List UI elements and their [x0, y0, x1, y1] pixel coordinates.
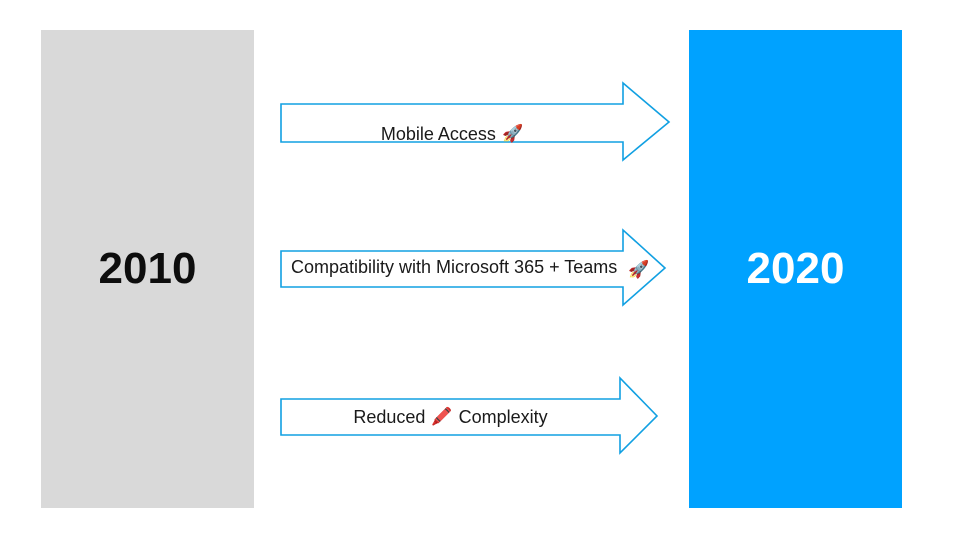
arrow-text-complexity: Complexity [458, 407, 548, 427]
arrow-label-mobile-access: Mobile Access 🚀 [281, 104, 623, 164]
rocket-icon: 🚀 [501, 123, 524, 144]
arrow-text-reduced: Reduced [353, 407, 426, 427]
era-block-2010[interactable]: 2010 [41, 30, 254, 508]
arrow-shape-icon [280, 228, 667, 307]
arrow-shape-icon [280, 81, 671, 162]
era-label-2010: 2010 [98, 244, 197, 293]
arrow-label-compatibility: Compatibility with Microsoft 365 + Teams… [291, 258, 649, 279]
red-crayon-icon: 🖍️ [431, 406, 453, 427]
arrow-mobile-access[interactable]: Mobile Access 🚀 [280, 81, 671, 164]
era-label-2020: 2020 [746, 244, 845, 293]
arrow-label-reduced-complexity: Reduced 🖍️ Complexity [281, 408, 620, 426]
arrow-text-compatibility: Compatibility with Microsoft 365 + Teams [291, 257, 618, 277]
era-block-2020[interactable]: 2020 [689, 30, 902, 508]
arrow-reduced-complexity[interactable]: Reduced 🖍️ Complexity [280, 376, 659, 455]
rocket-icon: 🚀 [628, 260, 650, 280]
arrow-shape-icon [280, 376, 659, 455]
arrow-text-mobile-access: Mobile Access [380, 124, 496, 144]
arrow-compatibility[interactable]: Compatibility with Microsoft 365 + Teams… [280, 228, 667, 307]
